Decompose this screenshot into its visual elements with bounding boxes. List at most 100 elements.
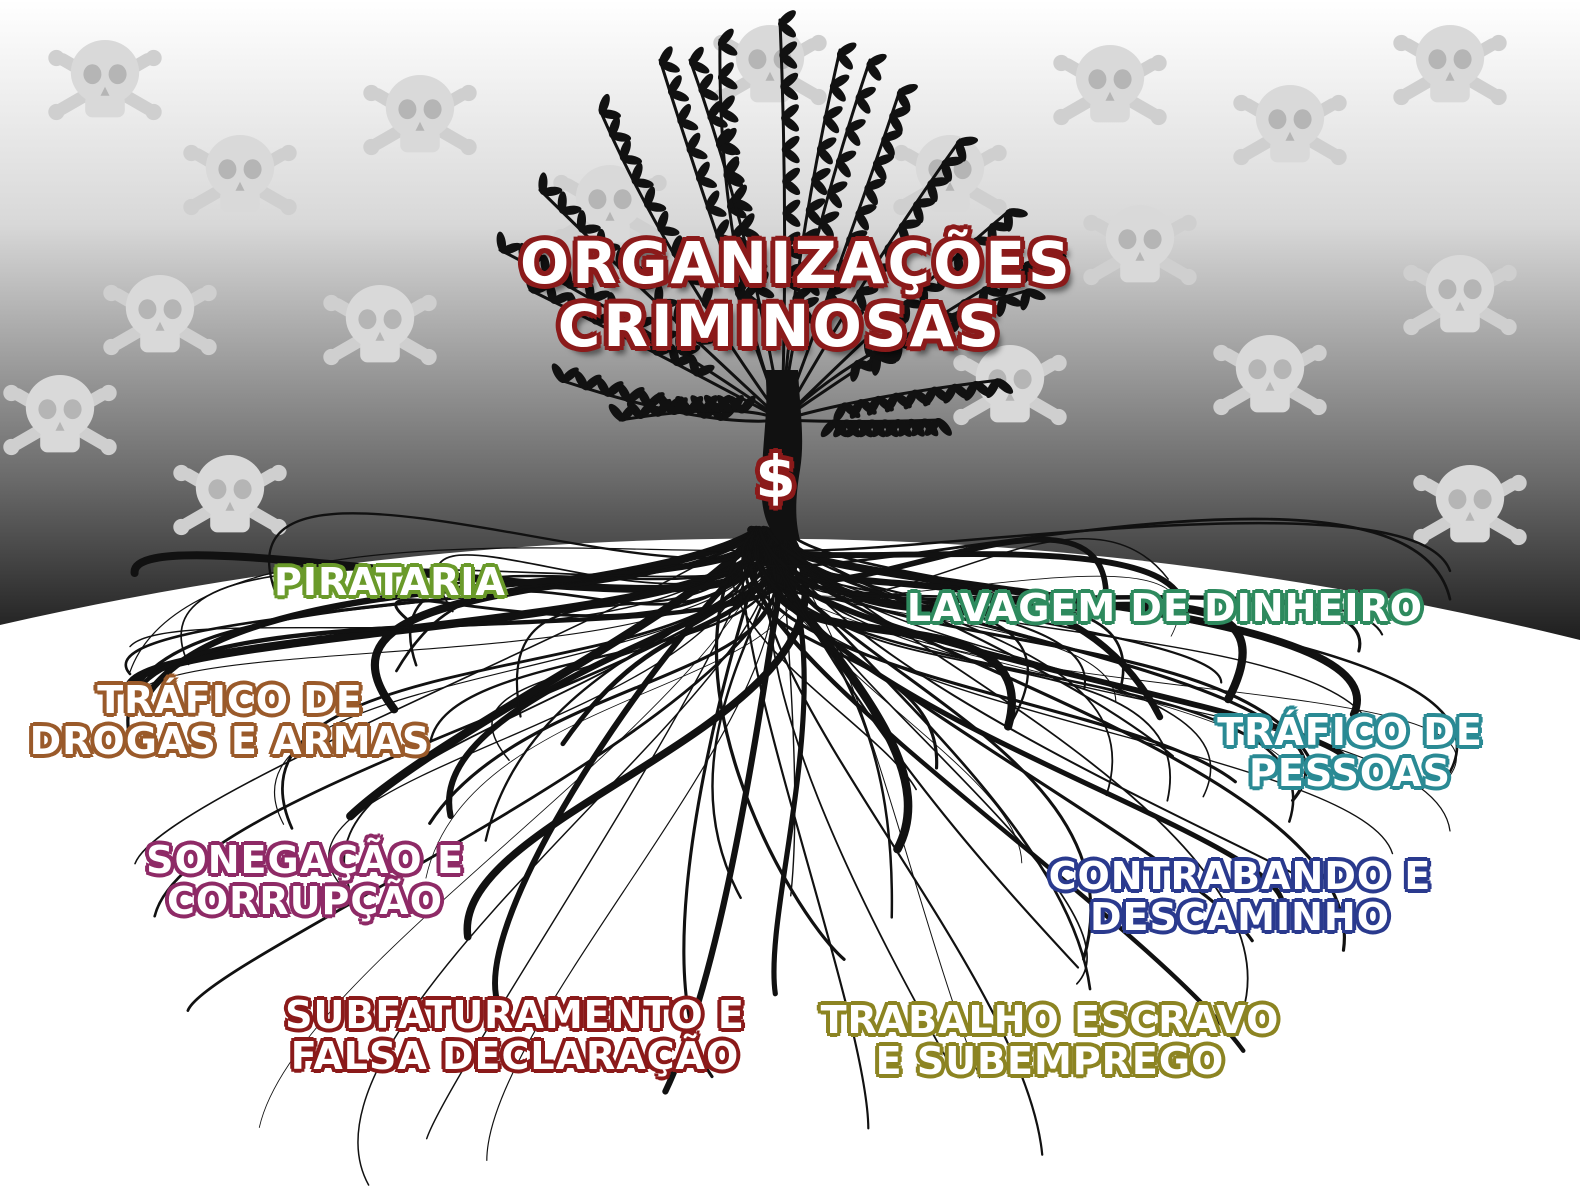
root-label-line: TRÁFICO DE xyxy=(97,678,363,722)
root-strand xyxy=(772,528,1362,653)
leaf xyxy=(686,260,698,282)
leaf xyxy=(836,256,858,269)
leaf xyxy=(798,305,814,324)
leaf xyxy=(696,161,710,181)
root-strand xyxy=(774,529,1114,797)
leaf xyxy=(884,316,907,326)
root-strand xyxy=(755,529,1394,855)
root-strand xyxy=(748,528,1237,784)
leaf xyxy=(694,364,715,377)
leaf xyxy=(657,210,669,232)
root-strand xyxy=(267,512,775,596)
leaf xyxy=(655,398,672,417)
leaf xyxy=(781,147,800,164)
root-label-line: PESSOAS xyxy=(1249,751,1451,796)
leaf xyxy=(530,281,552,294)
leaf xyxy=(826,290,841,311)
root-strand xyxy=(762,528,1384,636)
leaf xyxy=(633,333,655,346)
leaf xyxy=(846,230,868,242)
leaf xyxy=(811,168,831,182)
root-label-sonegacao: SONEGAÇÃO E CORRUPÇÃO xyxy=(140,839,470,922)
tree-roots xyxy=(124,512,1459,1186)
leaf xyxy=(656,330,678,342)
leaf xyxy=(782,199,801,216)
leaf xyxy=(560,367,579,384)
root-strand xyxy=(758,528,1316,768)
leaf xyxy=(522,254,544,266)
root-label-line: PIRATARIA xyxy=(274,560,506,604)
leaf xyxy=(897,418,914,437)
leaf xyxy=(842,308,865,319)
leaf xyxy=(583,374,602,391)
diagram-title: ORGANIZAÇÕES CRIMINOSAS xyxy=(520,232,1070,357)
leaf xyxy=(864,185,878,206)
leaf xyxy=(715,219,730,239)
leaf xyxy=(728,395,744,413)
leaf xyxy=(780,84,799,101)
leaf xyxy=(500,242,522,255)
leaf xyxy=(747,242,762,261)
leaf xyxy=(823,106,843,120)
root-label-line: DESCAMINHO xyxy=(1089,895,1391,940)
leaf xyxy=(889,113,903,134)
leaf xyxy=(924,418,941,436)
leaf xyxy=(677,103,692,124)
root-strand xyxy=(755,528,1295,823)
leaf xyxy=(829,84,846,102)
leaf xyxy=(496,231,507,254)
root-strand xyxy=(129,529,763,648)
root-strand xyxy=(394,528,779,621)
leaf xyxy=(837,42,857,57)
root-strand xyxy=(425,529,756,1140)
leaf xyxy=(819,211,840,225)
root-label-line: CONTRABANDO E xyxy=(1048,854,1432,898)
leaf xyxy=(782,179,801,195)
leaf xyxy=(782,167,801,184)
root-label-subfaturamento: SUBFATURAMENTO E FALSA DECLARAÇÃO xyxy=(280,994,750,1077)
leaf xyxy=(941,156,964,167)
leaf xyxy=(1025,288,1046,301)
root-strand xyxy=(749,528,1174,758)
leaf xyxy=(654,284,664,307)
leaf xyxy=(705,190,720,210)
leaf xyxy=(672,397,688,416)
leaf xyxy=(911,418,927,437)
leaf xyxy=(816,146,833,165)
root-strand xyxy=(777,529,1451,832)
root-strand xyxy=(357,529,771,1186)
leaf xyxy=(576,210,587,233)
leaf xyxy=(811,248,827,268)
leaf xyxy=(955,140,967,162)
leaf xyxy=(538,172,548,195)
root-strand xyxy=(714,528,846,961)
leaf xyxy=(995,378,1014,394)
leaf xyxy=(673,302,683,325)
root-strand xyxy=(436,529,774,613)
leaf xyxy=(675,333,685,356)
leaf xyxy=(701,285,713,307)
leaf xyxy=(540,254,551,277)
leaf xyxy=(889,106,911,119)
leaf xyxy=(589,290,611,302)
leaf xyxy=(898,223,910,245)
leaf xyxy=(939,312,962,323)
tree-canopy xyxy=(496,10,1067,438)
leaf xyxy=(782,211,801,227)
leaf xyxy=(638,401,655,419)
leaf xyxy=(835,158,851,178)
leaf xyxy=(781,135,800,152)
leaf xyxy=(717,28,734,47)
root-strand xyxy=(741,517,1452,601)
root-strand xyxy=(777,529,1457,777)
leaf xyxy=(881,130,903,142)
root-strand xyxy=(515,528,759,718)
leaf xyxy=(716,128,731,148)
leaf xyxy=(778,10,796,26)
leaf xyxy=(525,271,536,294)
leaf xyxy=(779,53,798,69)
leaf xyxy=(782,231,801,248)
leaf xyxy=(620,403,636,422)
leaf xyxy=(855,95,871,114)
root-label-lavagem: LAVAGEM DE DINHEIRO xyxy=(900,587,1430,629)
